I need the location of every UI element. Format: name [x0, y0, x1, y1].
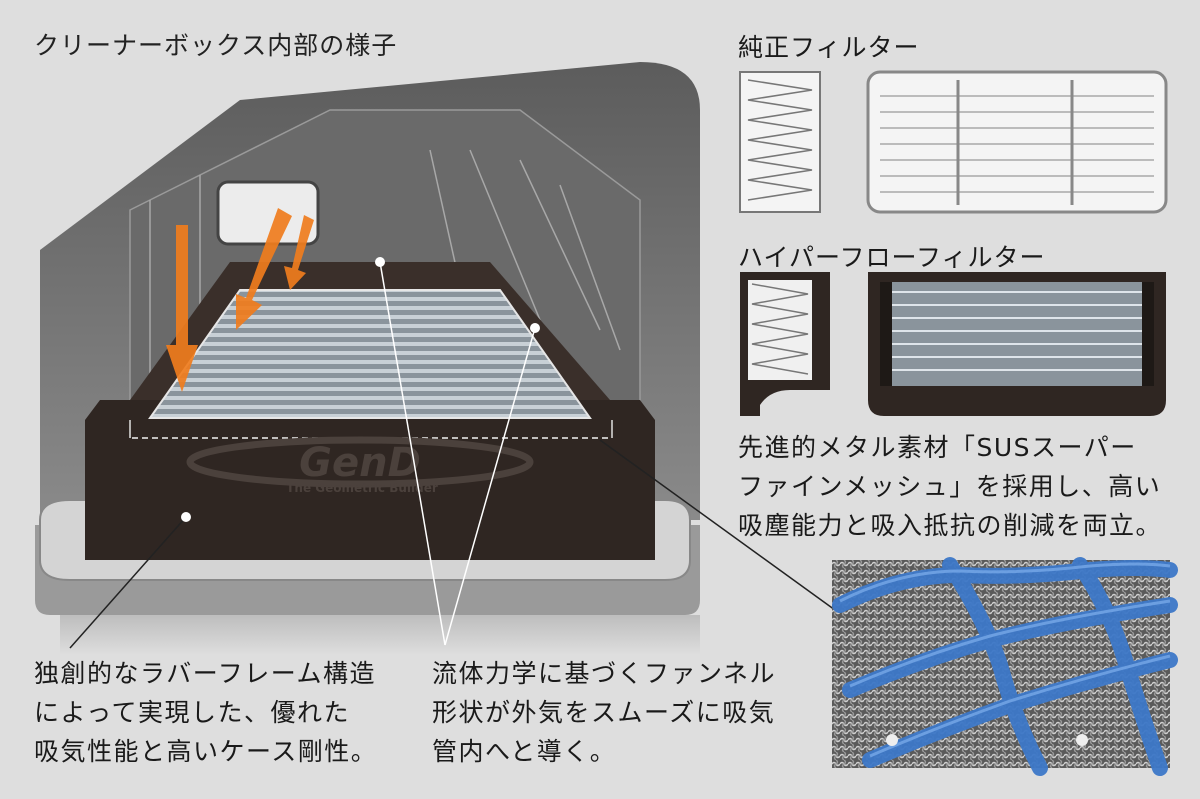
callout-dot-icon [181, 512, 191, 522]
hyper-flow-filter-title: ハイパーフローフィルター [738, 243, 1046, 272]
description-line: によって実現した、優れた [34, 698, 351, 727]
callout-dot-icon [530, 323, 540, 333]
description-line: ファインメッシュ」を採用し、高い [738, 472, 1162, 501]
gend-logo: GenD The Geometric Builder [186, 436, 534, 495]
hyper-flow-filter-illustration [740, 272, 1166, 416]
description-line: 吸塵能力と吸入抵抗の削減を両立。 [738, 511, 1163, 540]
airflow-arrow-icon [284, 215, 314, 290]
main-title: クリーナーボックス内部の様子 [34, 31, 398, 60]
funnel-shape-description: 流体力学に基づくファンネル 形状が外気をスムーズに吸気 管内へと導く。 [432, 654, 776, 771]
description-line: 形状が外気をスムーズに吸気 [432, 698, 776, 727]
airflow-arrow-icon [166, 225, 198, 392]
sus-mesh-description: 先進的メタル素材「SUSスーパー ファインメッシュ」を採用し、高い 吸塵能力と吸… [738, 428, 1162, 545]
description-line: 管内へと導く。 [432, 737, 617, 766]
airflow-arrow-icon [236, 208, 292, 330]
genuine-filter-title: 純正フィルター [738, 33, 920, 62]
callout-dot-icon [375, 257, 385, 267]
description-line: 流体力学に基づくファンネル [432, 659, 777, 688]
rubber-frame-description: 独創的なラバーフレーム構造 によって実現した、優れた 吸気性能と高いケース剛性。 [34, 654, 377, 771]
logo-text: GenD [299, 440, 421, 486]
description-line: 吸気性能と高いケース剛性。 [34, 737, 378, 766]
sus-mesh-closeup [832, 557, 1178, 776]
genuine-filter-illustration [739, 70, 1168, 214]
description-line: 先進的メタル素材「SUSスーパー [738, 433, 1137, 462]
logo-tagline: The Geometric Builder [286, 481, 438, 495]
description-line: 独創的なラバーフレーム構造 [34, 659, 377, 688]
